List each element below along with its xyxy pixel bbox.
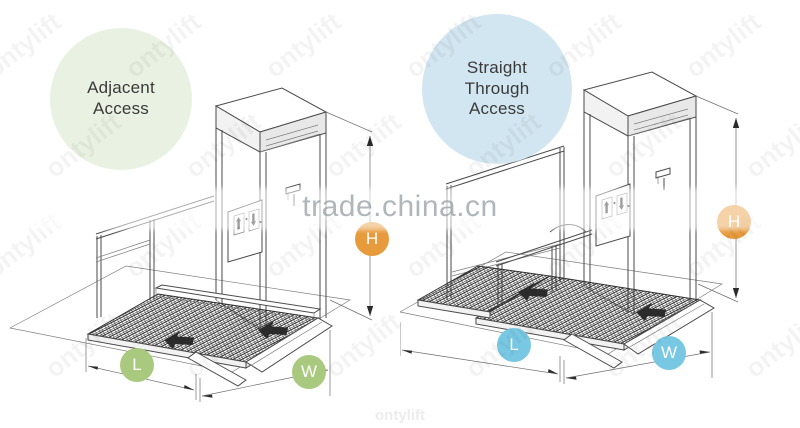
dimension-badge-height: H (717, 205, 751, 239)
straight-through-access-label: Straight Through Access (422, 14, 572, 164)
dimension-badge-width: W (292, 355, 326, 389)
direction-arrows (518, 283, 666, 321)
ramp-flap (187, 351, 247, 387)
control-panel[interactable] (595, 183, 631, 247)
dimension-badge-length: L (497, 328, 531, 362)
panel-straight-through-access: Straight Through Access L W H (400, 0, 800, 428)
dimension-badge-width: W (652, 336, 686, 370)
straight-label-line1: Straight (466, 57, 528, 77)
ground-footprint (8, 265, 352, 373)
adjacent-access-label: Adjacent Access (50, 28, 192, 170)
control-panel[interactable] (227, 199, 263, 263)
call-station[interactable] (285, 183, 301, 206)
access-ramp (245, 317, 333, 373)
dimension-badge-height: H (355, 222, 389, 256)
access-ramp (623, 299, 715, 355)
call-station[interactable] (655, 167, 671, 190)
straight-label-line2: Through (464, 78, 530, 98)
rear-barrier (154, 284, 322, 321)
panel-adjacent-access: Adjacent Access L W H (8, 28, 389, 402)
rear-ramp (416, 265, 552, 319)
adjacent-label-line2: Access (92, 99, 149, 118)
dimension-lines (400, 95, 740, 384)
straight-through-access-drawing (400, 71, 740, 384)
adjacent-label-line1: Adjacent (87, 78, 155, 98)
direction-arrows (164, 321, 288, 349)
ramp-flap (563, 333, 623, 369)
dimension-badge-length: L (120, 348, 154, 382)
straight-label-line3: Access (469, 99, 525, 119)
